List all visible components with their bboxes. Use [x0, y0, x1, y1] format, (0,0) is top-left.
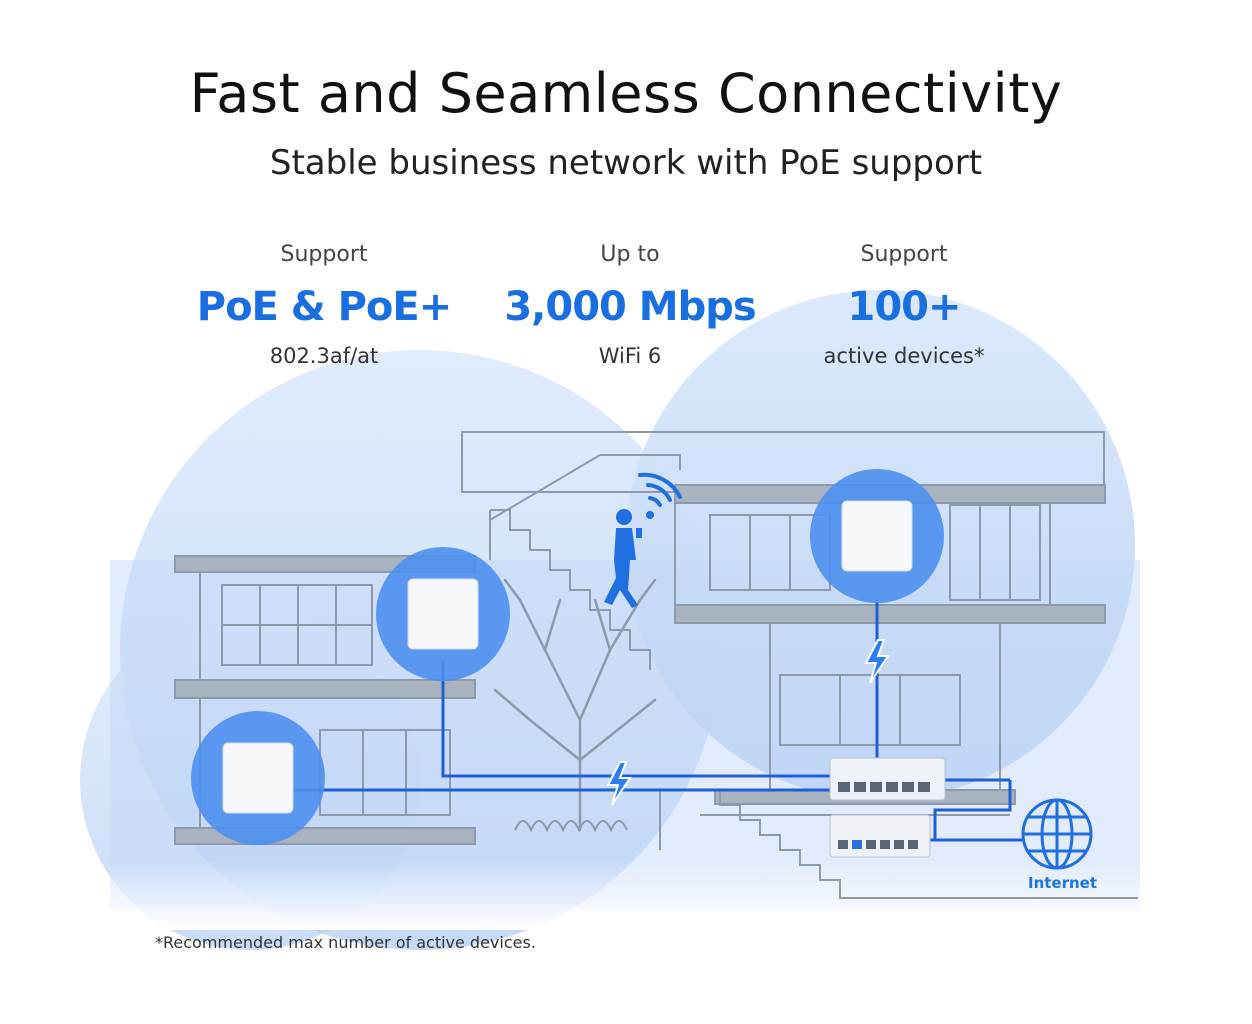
feature-poe: Support PoE & PoE+ 802.3af/at — [164, 238, 484, 370]
page-title: Fast and Seamless Connectivity — [189, 62, 1063, 125]
feature-devices: Support 100+ active devices* — [744, 238, 1064, 370]
internet-label: Internet — [1028, 874, 1098, 892]
feature-pre-label: Up to — [600, 242, 660, 267]
page-subtitle: Stable business network with PoE support — [269, 143, 983, 183]
network-cables — [258, 600, 1022, 842]
lightning-bolt-icon — [606, 639, 890, 806]
feature-post-label: active devices* — [823, 344, 985, 368]
feature-post-label: WiFi 6 — [598, 344, 662, 368]
feature-pre-label: Support — [280, 242, 368, 267]
globe-icon — [1021, 798, 1093, 870]
tree — [493, 578, 657, 832]
feature-highlight: PoE & PoE+ — [196, 284, 453, 330]
person-figure — [604, 509, 642, 608]
wifi-icon — [638, 472, 682, 519]
poe-switch — [829, 757, 946, 801]
access-point-left-lower — [191, 711, 325, 845]
feature-post-label: 802.3af/at — [269, 344, 379, 368]
access-point-left-upper — [376, 547, 510, 681]
feature-speed: Up to 3,000 Mbps WiFi 6 — [470, 238, 790, 370]
router — [829, 814, 931, 858]
feature-highlight: 100+ — [847, 284, 961, 330]
feature-pre-label: Support — [860, 242, 948, 267]
hedge — [514, 820, 628, 833]
access-point-right — [810, 469, 944, 603]
footnote: *Recommended max number of active device… — [155, 933, 536, 952]
feature-highlight: 3,000 Mbps — [504, 284, 756, 330]
